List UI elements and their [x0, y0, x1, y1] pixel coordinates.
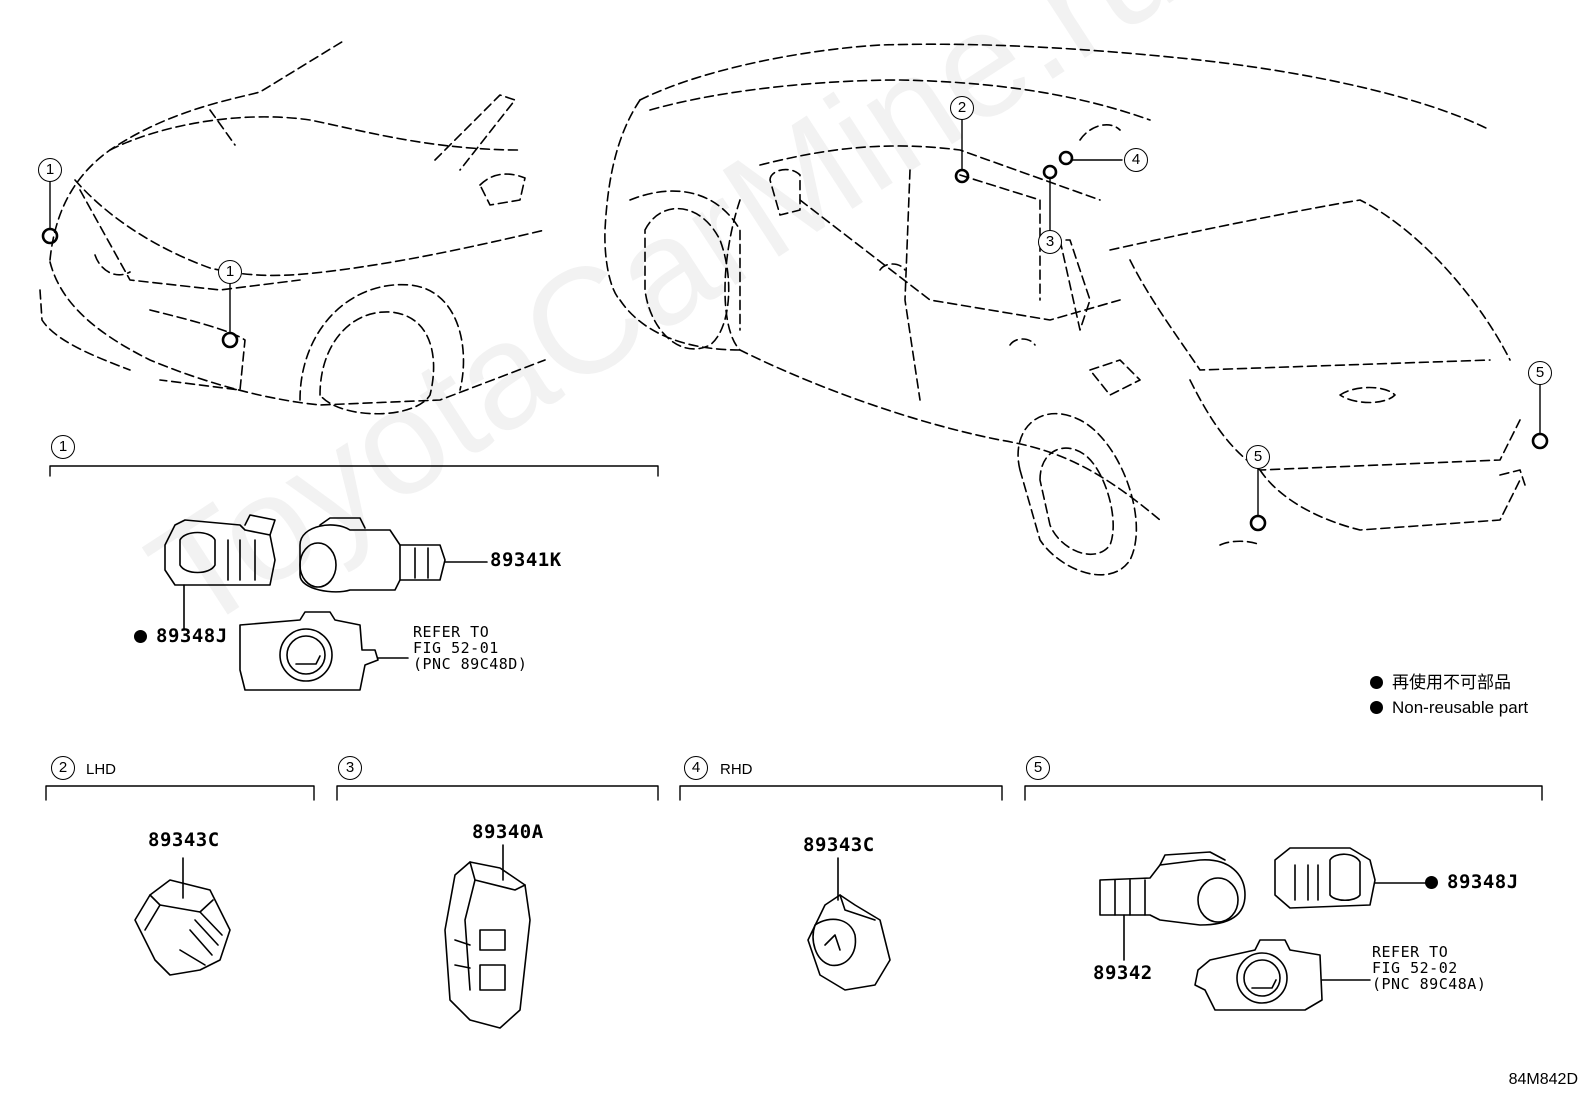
sensor-unit-5-drawing — [1099, 851, 1246, 961]
section-3-number: 3 — [338, 756, 362, 780]
non-reusable-dot-icon — [134, 630, 147, 643]
section-1-number: 1 — [51, 435, 75, 459]
refer-fig-52-02-note: REFER TO FIG 52-02 (PNC 89C48A) — [1372, 943, 1487, 993]
part-89348J-label-section5: 89348J — [1425, 873, 1519, 892]
sensor-bezel-5-drawing — [1194, 939, 1371, 1011]
part-89343C-lhd-label: 89343C — [148, 829, 220, 851]
section-4-number: 4 — [684, 756, 708, 780]
diagram-code: 84M842D — [1508, 1071, 1578, 1088]
legend-line-english: Non-reusable part — [1370, 699, 1528, 716]
callout-4: 4 — [1124, 148, 1148, 172]
rear-car-illustration — [604, 43, 1526, 576]
sensor-retainer-5-drawing — [1274, 847, 1433, 909]
callout-1-front-left: 1 — [38, 158, 62, 182]
sensor-bezel-drawing — [239, 611, 409, 691]
section-4-suffix: RHD — [720, 761, 753, 778]
section-brackets — [45, 465, 1543, 801]
non-reusable-dot-icon — [1370, 701, 1383, 714]
part-89343C-rhd-label: 89343C — [803, 834, 875, 856]
front-car-illustration — [39, 39, 546, 415]
module-89343C-rhd-drawing — [807, 857, 891, 991]
non-reusable-dot-icon — [1425, 876, 1438, 889]
part-89340A-label: 89340A — [472, 821, 544, 843]
part-89348J-label-section1: 89348J — [134, 627, 228, 646]
section-2-suffix: LHD — [86, 761, 117, 778]
callout-3: 3 — [1038, 230, 1062, 254]
callout-leaders — [49, 118, 1541, 516]
callout-1-front-right: 1 — [218, 260, 242, 284]
legend-line-japanese: 再使用不可部品 — [1370, 674, 1511, 691]
part-89341K-label: 89341K — [490, 549, 562, 571]
sensor-unit-drawing — [299, 517, 488, 593]
sensor-location-markers — [41, 150, 1549, 532]
callout-5-rear-right: 5 — [1528, 361, 1552, 385]
callout-5-rear-left: 5 — [1246, 445, 1270, 469]
section-5-number: 5 — [1026, 756, 1050, 780]
refer-fig-52-01-note: REFER TO FIG 52-01 (PNC 89C48D) — [413, 623, 528, 673]
module-89340A-drawing — [444, 844, 531, 1029]
non-reusable-dot-icon — [1370, 676, 1383, 689]
section-2-number: 2 — [51, 756, 75, 780]
part-89342-label: 89342 — [1093, 962, 1153, 984]
callout-2: 2 — [950, 96, 974, 120]
module-89343C-lhd-drawing — [134, 857, 231, 976]
sensor-retainer-drawing — [164, 514, 276, 631]
